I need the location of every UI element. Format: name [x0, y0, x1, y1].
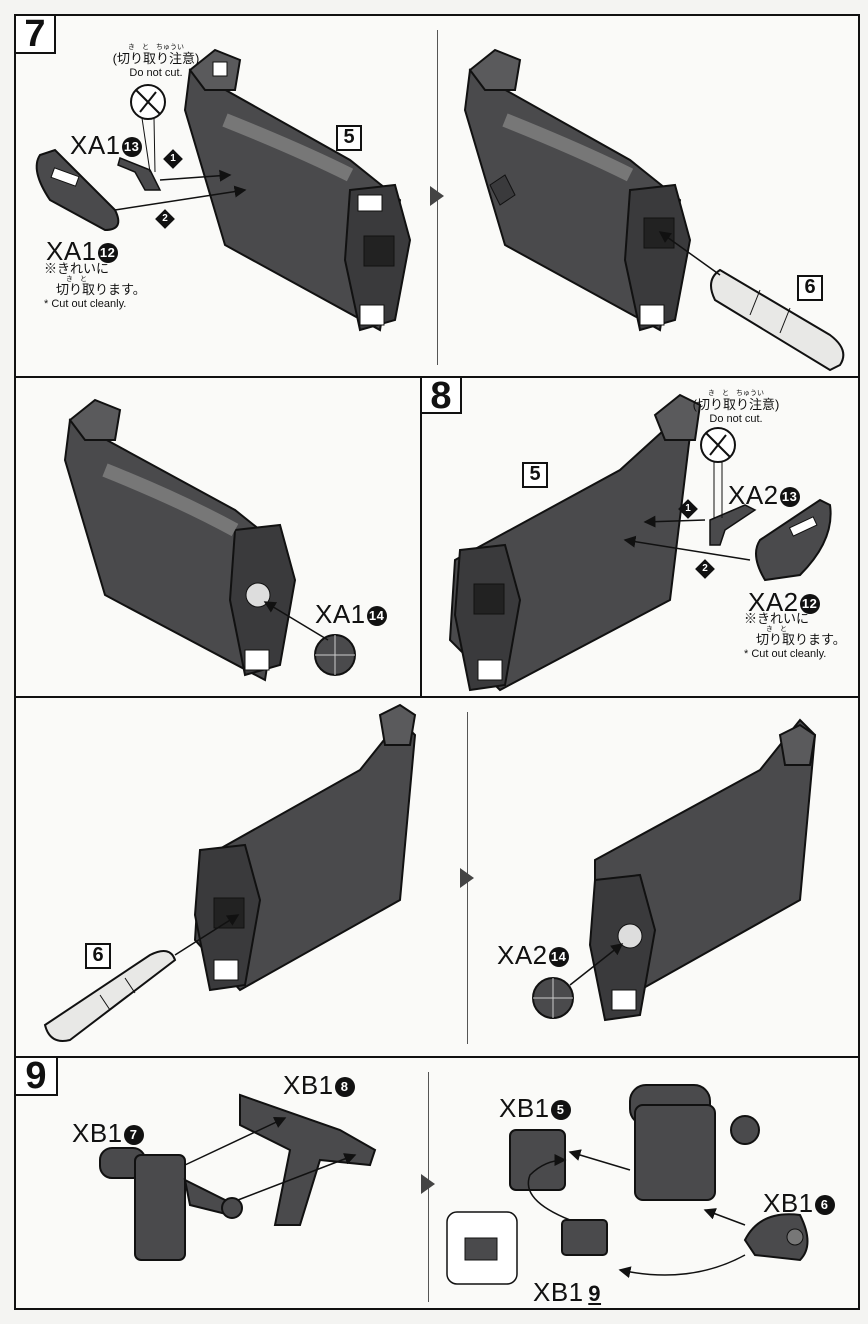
cut-cleanly-note: ※きれいに き と 切り取ります。 * Cut out cleanly.: [744, 611, 846, 661]
next-arrow: [421, 1174, 435, 1194]
cut-cleanly-note: ※きれいに き と 切り取ります。 * Cut out cleanly.: [44, 261, 146, 311]
order-marker: 1: [678, 499, 698, 519]
do-not-cut-note: き と ちゅうい (切り取り注意) Do not cut.: [692, 390, 780, 425]
order-marker: 2: [695, 559, 715, 579]
do-not-cut-note: き と ちゅうい (切り取り注意) Do not cut.: [112, 44, 200, 79]
ref-part-6: 6: [85, 943, 111, 969]
ref-part-6: 6: [797, 275, 823, 301]
next-arrow: [430, 186, 444, 206]
ref-part-5: 5: [522, 462, 548, 488]
step-number: 8: [420, 376, 462, 415]
row-divider-2: [14, 696, 860, 698]
step-number: 9: [14, 1056, 58, 1096]
step8-divider: [420, 376, 422, 697]
step-number: 7: [14, 14, 56, 54]
row-divider-3: [14, 1056, 860, 1058]
order-marker: 1: [163, 149, 183, 169]
weapon-body-illustration: [183, 48, 412, 332]
ref-part-5: 5: [336, 125, 362, 151]
cover-part-illustration: [35, 148, 120, 232]
order-marker: 2: [155, 209, 175, 229]
next-arrow: [460, 868, 474, 888]
